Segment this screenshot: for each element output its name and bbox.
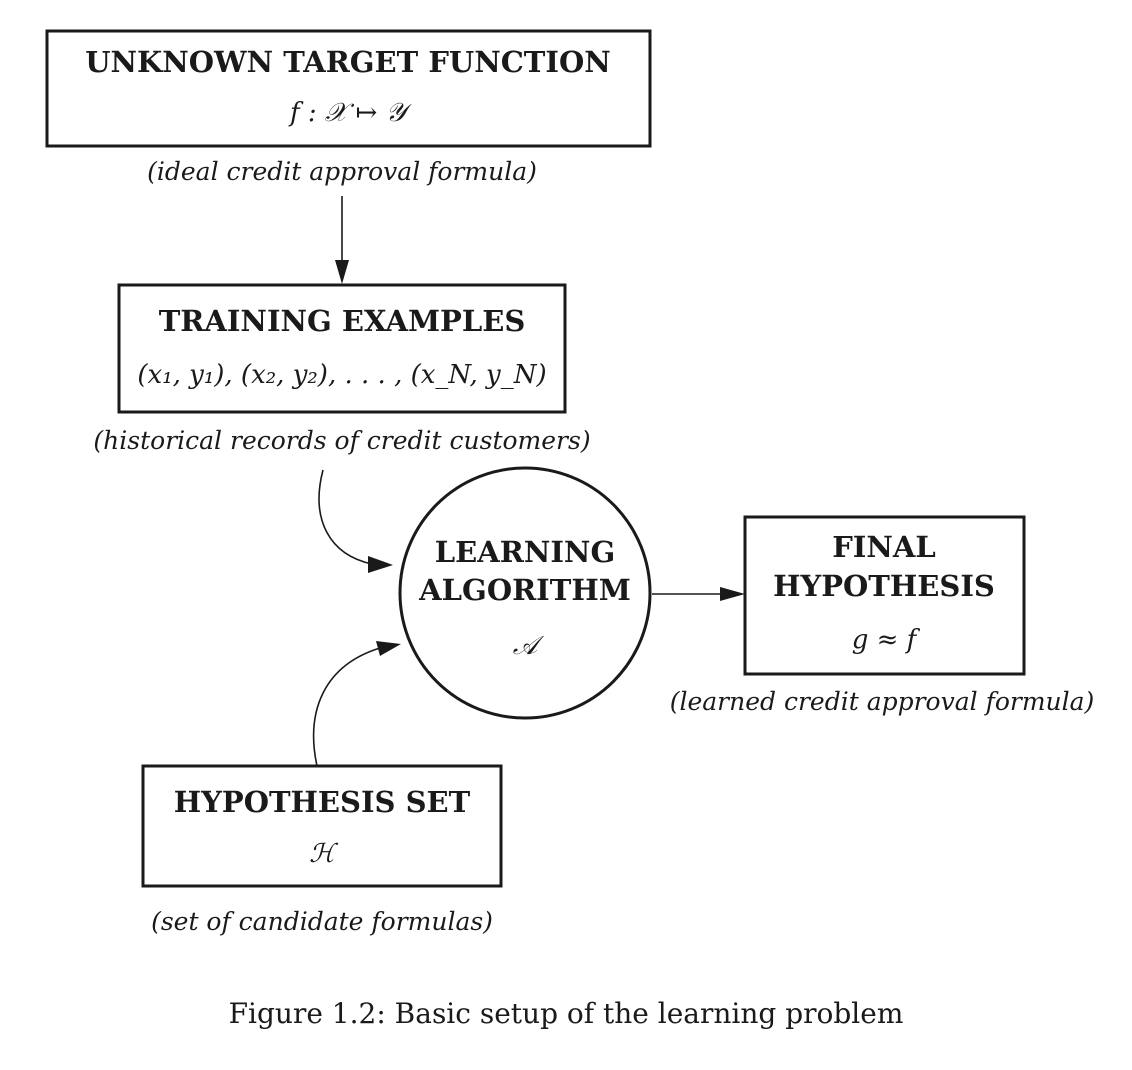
learning-algorithm-node: LEARNING ALGORITHM 𝒜 bbox=[398, 466, 652, 720]
target-function-note: (ideal credit approval formula) bbox=[147, 157, 537, 186]
final-hypothesis-node: FINAL HYPOTHESIS g ≈ f bbox=[743, 515, 1026, 676]
target-function-node: UNKNOWN TARGET FUNCTION f : 𝒳 ↦ 𝒴 bbox=[45, 29, 652, 148]
learning-algorithm-title-line1: LEARNING bbox=[435, 535, 615, 569]
learning-algorithm-title-line2: ALGORITHM bbox=[418, 573, 631, 607]
hypothesis-set-node: HYPOTHESIS SET ℋ bbox=[141, 764, 503, 888]
hypothesis-set-symbol: ℋ bbox=[309, 839, 339, 869]
hypothesis-set-note: (set of candidate formulas) bbox=[151, 907, 493, 936]
arrow-training-to-algorithm bbox=[318, 469, 393, 573]
hypothesis-set-box bbox=[141, 764, 503, 888]
arrow-algorithm-to-final bbox=[652, 587, 745, 601]
training-examples-node: TRAINING EXAMPLES (x₁, y₁), (x₂, y₂), . … bbox=[117, 283, 567, 414]
final-hypothesis-box bbox=[743, 515, 1026, 676]
training-examples-note: (historical records of credit customers) bbox=[93, 426, 590, 455]
target-function-title: UNKNOWN TARGET FUNCTION bbox=[85, 45, 610, 79]
final-hypothesis-formula: g ≈ f bbox=[852, 625, 921, 655]
training-examples-box bbox=[117, 283, 567, 414]
final-hypothesis-note: (learned credit approval formula) bbox=[670, 687, 1095, 716]
learning-algorithm-circle bbox=[398, 466, 652, 720]
figure-caption: Figure 1.2: Basic setup of the learning … bbox=[229, 997, 904, 1030]
target-function-box bbox=[45, 29, 652, 148]
training-examples-formula: (x₁, y₁), (x₂, y₂), . . . , (x_N, y_N) bbox=[137, 360, 546, 390]
final-hypothesis-title-line1: FINAL bbox=[832, 530, 936, 564]
hypothesis-set-title: HYPOTHESIS SET bbox=[174, 785, 471, 819]
final-hypothesis-title-line2: HYPOTHESIS bbox=[773, 569, 995, 603]
training-examples-title: TRAINING EXAMPLES bbox=[159, 304, 526, 338]
arrow-target-to-training bbox=[335, 196, 349, 284]
arrow-hypothesis-set-to-algorithm bbox=[312, 641, 401, 767]
target-function-formula: f : 𝒳 ↦ 𝒴 bbox=[288, 98, 413, 128]
